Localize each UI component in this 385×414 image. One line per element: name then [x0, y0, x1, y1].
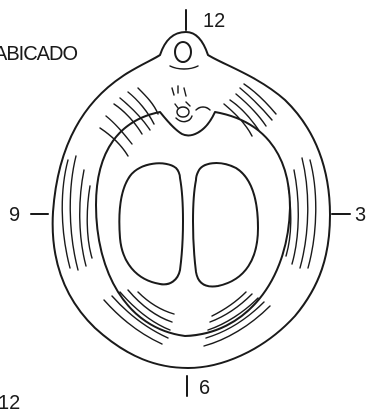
- label-3: 3: [355, 205, 366, 225]
- outer-contour: [53, 32, 330, 368]
- vascular-marks: [170, 86, 210, 128]
- apex-opening: [175, 42, 191, 62]
- striations-right: [286, 158, 316, 268]
- apex-arc: [170, 66, 198, 69]
- label-12: 12: [203, 11, 225, 31]
- seed-left-half: [119, 163, 183, 284]
- striations-upper-right: [224, 84, 276, 136]
- corner-title: ABICADO: [0, 44, 77, 64]
- label-6: 6: [199, 378, 210, 398]
- corner-number: 12: [0, 393, 20, 413]
- striations-left: [62, 156, 92, 270]
- seed-right-half: [193, 163, 258, 286]
- vascular-bundle: [177, 107, 189, 117]
- label-9: 9: [9, 205, 20, 225]
